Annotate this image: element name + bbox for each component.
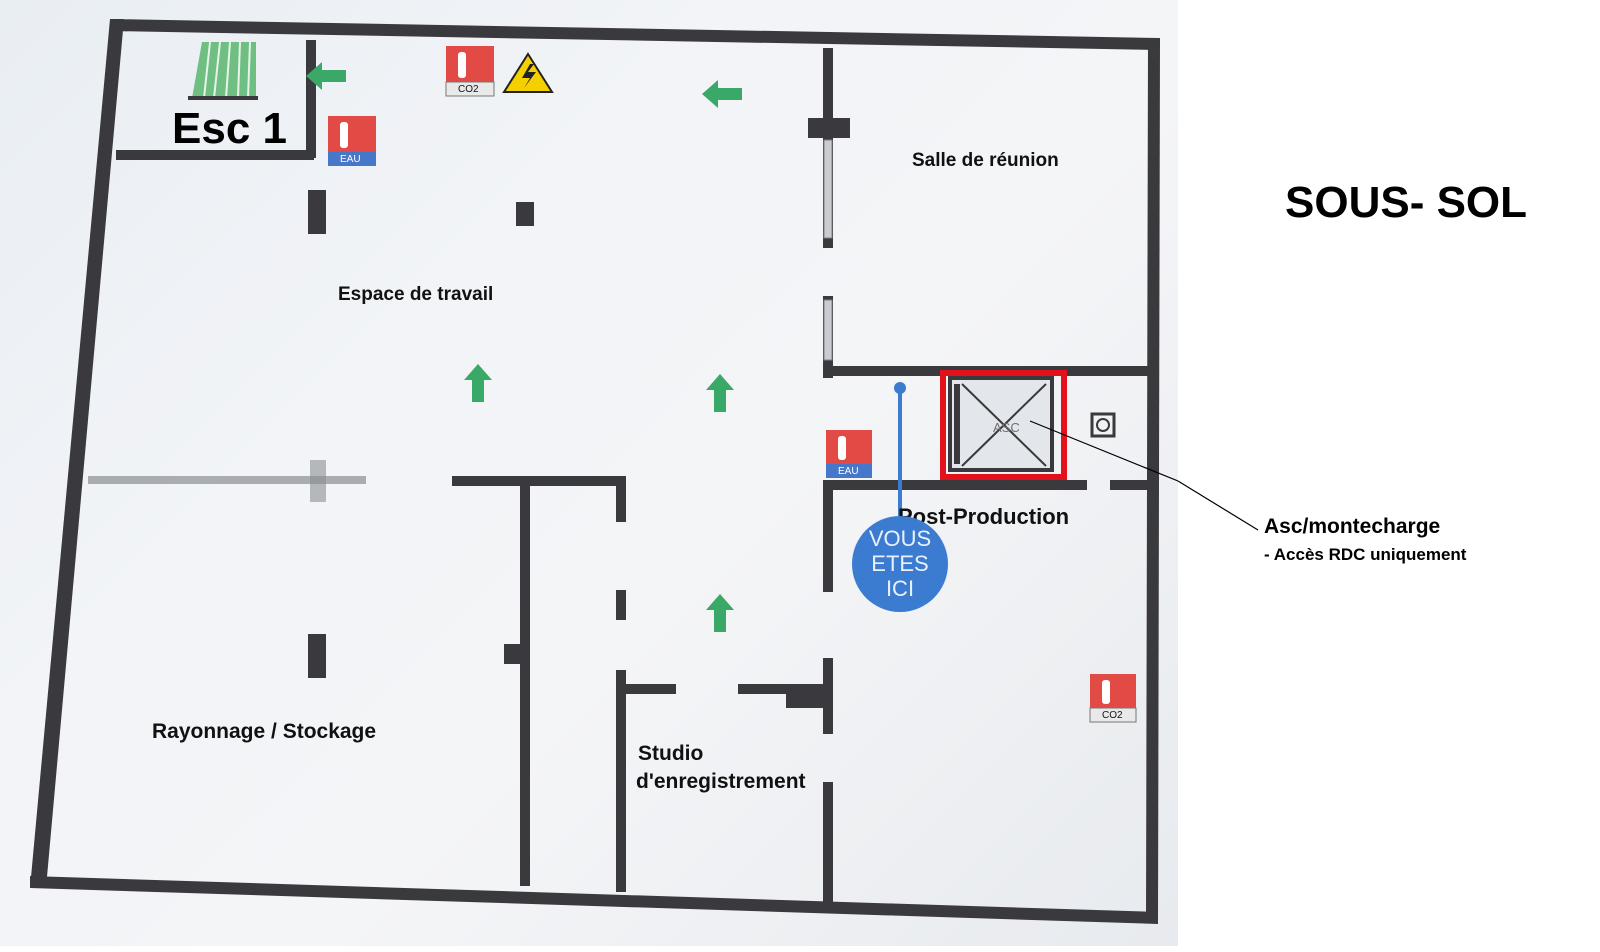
you-are-here-line: VOUS [868,526,932,551]
elevator-highlight [940,370,1067,480]
callout-title: Asc/montecharge [1264,515,1441,538]
floor-title: SOUS- SOL [1285,178,1528,227]
room-label-meeting-room: Salle de réunion [912,150,1059,171]
stairs-icon [188,41,258,100]
room-label-stairs: Esc 1 [172,104,287,153]
you-are-here-marker: VOUS ETES ICI [852,516,948,612]
walls [30,19,1160,924]
callout-leader-line [1029,420,1178,482]
elevator-code: ASC [993,420,1020,435]
extinguisher-label: EAU [340,154,361,165]
room-label-workspace: Espace de travail [338,284,494,305]
room-label-studio-line1: Studio [638,742,704,765]
you-are-here-line: ETES [871,551,929,576]
exit-arrow-left-icon [306,62,742,108]
floor-plan-photo: Esc 1 Espace de travail Salle de réunion… [0,0,1178,946]
room-label-studio-line2: d'enregistrement [636,770,806,793]
room-label-storage: Rayonnage / Stockage [152,720,377,743]
fire-extinguisher-icon [328,46,1137,723]
extinguisher-label: CO2 [1102,710,1123,721]
extinguisher-label: CO2 [458,84,479,95]
exit-arrow-up-icon [464,364,734,632]
callout-subtitle: - Accès RDC uniquement [1264,545,1467,564]
floor-plan-walls [30,19,1178,924]
high-voltage-warning-icon [502,52,554,93]
extinguisher-label: EAU [838,466,859,477]
you-are-here-line: ICI [885,576,915,601]
elevator-icon [948,376,1116,472]
